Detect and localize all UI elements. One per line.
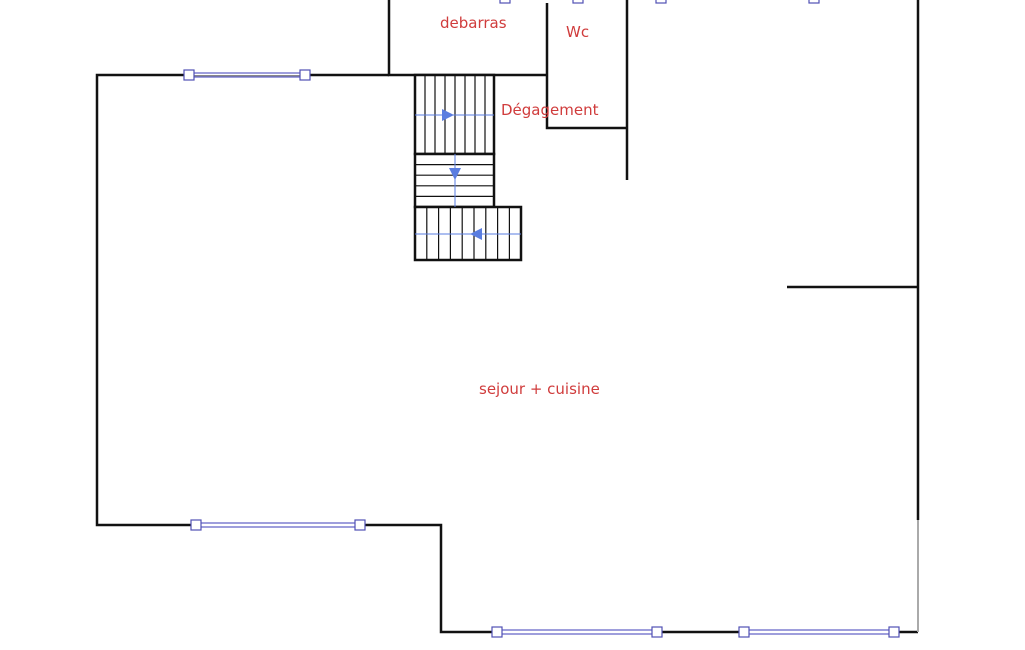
room-label-wc: Wc [566,23,590,41]
stair-arrow-icon [449,168,461,180]
room-label-degagement: Dégagement [501,101,599,119]
room-label-sejour-cuisine: sejour + cuisine [479,380,600,398]
room-label-debarras: debarras [440,14,507,32]
window-top-left [183,69,311,81]
window-bottom-2 [738,626,900,638]
staircase [413,73,523,262]
stair-arrow-icon [442,109,454,121]
stair-arrow-icon [470,228,482,240]
window-markers-top [499,0,820,4]
window-left-bottom [190,519,366,531]
windows [183,0,900,638]
window-bottom-1 [491,626,663,638]
walls [95,0,920,634]
